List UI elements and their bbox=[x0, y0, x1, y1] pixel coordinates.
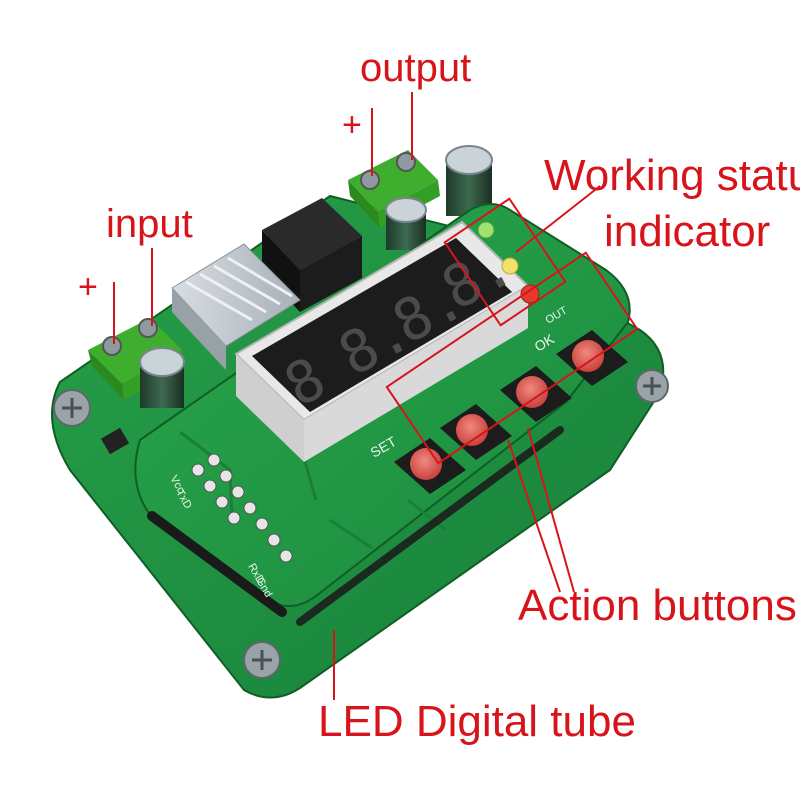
callout-output-plus: + bbox=[342, 106, 362, 144]
callout-input-plus: + bbox=[78, 268, 98, 306]
diode-d4 bbox=[100, 427, 130, 455]
action-button-down[interactable] bbox=[440, 404, 512, 460]
status-leds bbox=[477, 221, 540, 304]
callout-led-digital-tube: LED Digital tube bbox=[318, 697, 636, 746]
actions-leader-1 bbox=[507, 439, 561, 593]
action-button-up[interactable] bbox=[500, 366, 572, 422]
callout-indicator: indicator bbox=[604, 207, 771, 256]
heatsink bbox=[171, 243, 301, 370]
input-capacitor bbox=[139, 347, 185, 408]
output-capacitor-2 bbox=[385, 197, 427, 250]
actions-leader-2 bbox=[527, 427, 575, 593]
callout-action-buttons: Action buttons bbox=[518, 581, 797, 630]
status-leader bbox=[515, 185, 601, 253]
callout-input: input bbox=[106, 202, 193, 246]
mount-screw-right bbox=[635, 369, 669, 403]
status-highlight-box bbox=[443, 197, 567, 327]
callout-output: output bbox=[360, 46, 472, 90]
callout-working-status: Working status bbox=[544, 151, 800, 200]
action-button-ok[interactable] bbox=[556, 330, 628, 386]
mount-screw-bottom bbox=[243, 641, 281, 679]
serial-header bbox=[191, 453, 293, 563]
buttons-highlight-box bbox=[385, 251, 639, 465]
mount-screw-left bbox=[53, 389, 91, 427]
callout-lines bbox=[113, 92, 601, 700]
